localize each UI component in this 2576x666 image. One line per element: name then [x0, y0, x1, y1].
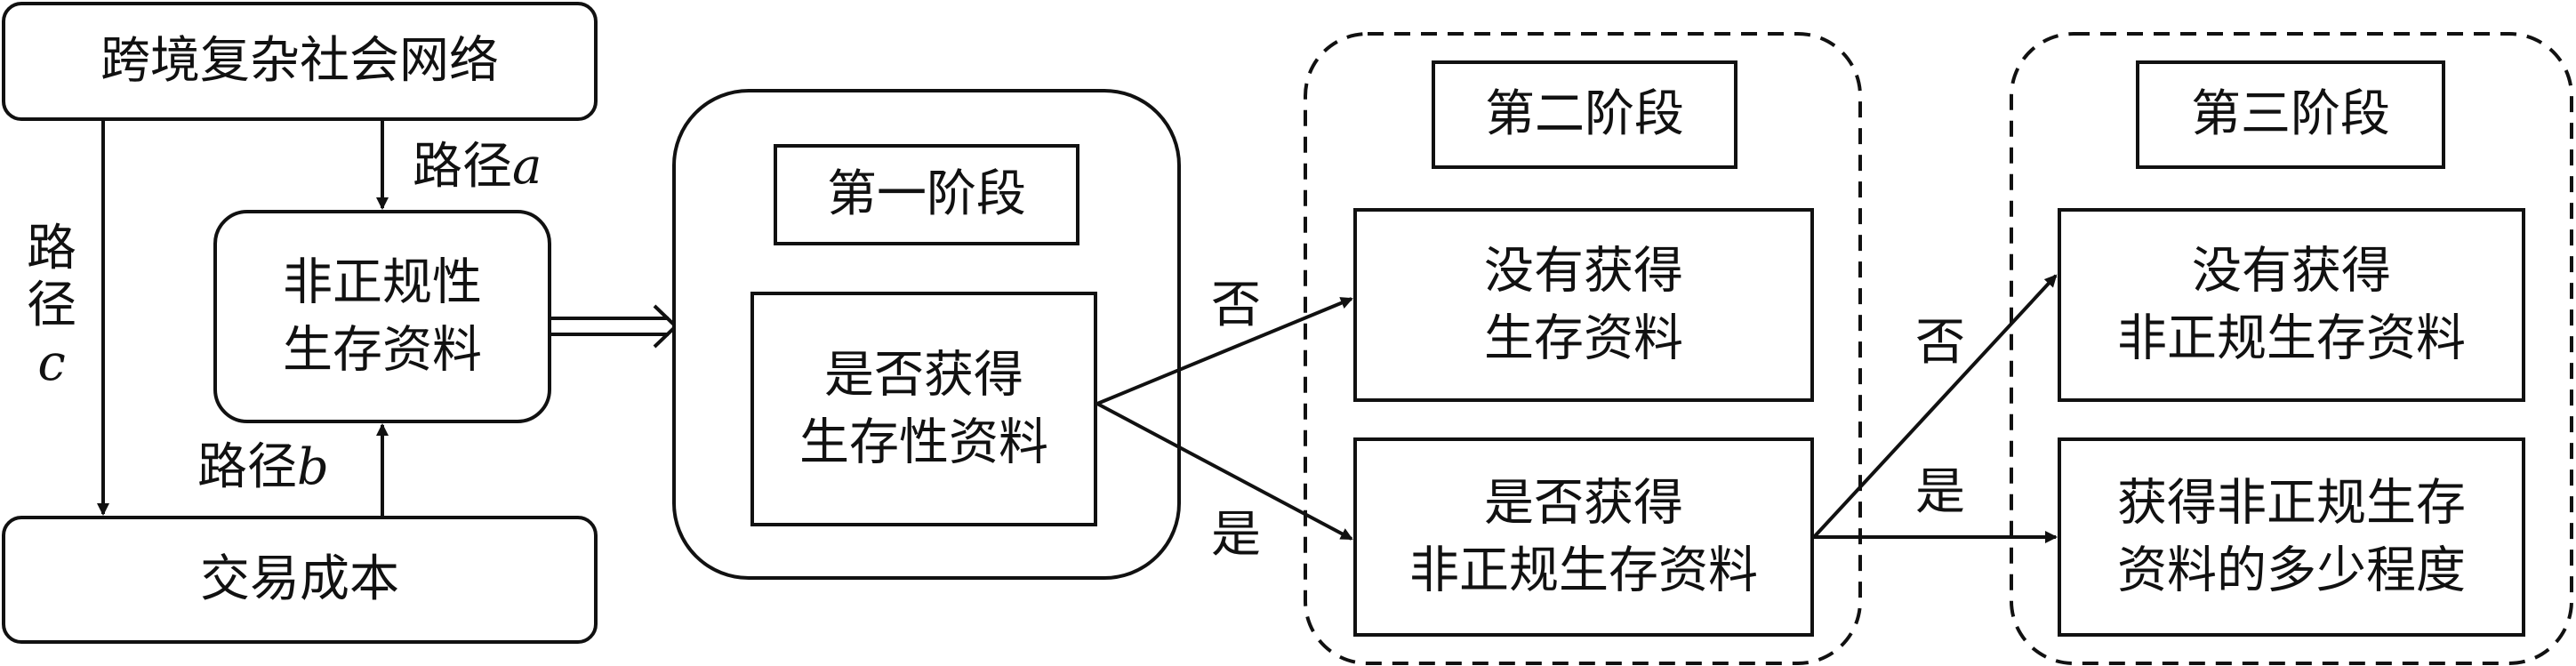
stage3-title-box: [2136, 60, 2445, 169]
stage3-no-text: 没有获得 非正规生存资料: [2117, 237, 2466, 372]
stage3-no-line-2: 非正规生存资料: [2117, 309, 2466, 367]
stage2-no-line-2: 生存资料: [1484, 309, 1683, 367]
stage2-question-line-1: 是否获得: [1484, 474, 1683, 533]
transaction-box: [2, 516, 598, 644]
path-c-var: c: [37, 333, 66, 392]
stage2-question-box: [1353, 437, 1814, 637]
stage1-no-arrow: [1096, 297, 1353, 405]
stage3-degree-line-1: 获得非正规生存: [2117, 474, 2466, 533]
stage3-degree-box: [2058, 437, 2525, 637]
path-c-char-1: 路: [27, 220, 76, 277]
stage2-no-label: 否: [1915, 314, 1965, 372]
stage1-no-label: 否: [1211, 277, 1261, 334]
stage1-question-line-1: 是否获得: [824, 346, 1023, 405]
stage1-question: 是否获得 生存性资料: [799, 341, 1048, 476]
stage1-title-box: [774, 144, 1079, 245]
stage2-yes-label: 是: [1915, 463, 1965, 521]
transaction-label: 交易成本: [200, 550, 399, 608]
informal-label: 非正规性 生存资料: [283, 249, 482, 383]
stage2-question-text: 是否获得 非正规生存资料: [1409, 469, 1758, 604]
stage2-title-box: [1432, 60, 1737, 169]
informal-line-1: 非正规性: [283, 253, 482, 312]
stage2-title: 第二阶段: [1485, 85, 1684, 143]
stage3-no-line-1: 没有获得: [2192, 242, 2391, 301]
stage2-no-box: [1353, 208, 1814, 402]
stage3-degree-line-2: 资料的多少程度: [2117, 542, 2466, 599]
stage3-group: [2010, 32, 2573, 665]
stage2-question-line-2: 非正规生存资料: [1409, 542, 1758, 599]
path-b-label: 路径b: [197, 443, 329, 493]
stage2-no-line-1: 没有获得: [1484, 242, 1683, 301]
network-box: [2, 2, 598, 121]
path-c-label: 路 径 c: [27, 220, 76, 392]
stage1-yes-label: 是: [1211, 506, 1261, 564]
path-a-text: 路径: [413, 138, 512, 196]
path-a-var: a: [512, 138, 542, 196]
stage1-title: 第一阶段: [827, 165, 1026, 223]
stage2-no-arrow: [1812, 274, 2058, 539]
stage3-title: 第三阶段: [2191, 85, 2390, 143]
informal-box: [213, 210, 551, 423]
stage2-no-text: 没有获得 生存资料: [1484, 237, 1683, 372]
stage1-question-line-2: 生存性资料: [799, 413, 1048, 471]
informal-line-2: 生存资料: [283, 321, 482, 379]
double-arrow: [551, 304, 678, 349]
network-label: 跨境复杂社会网络: [100, 32, 499, 90]
stage2-group: [1304, 32, 1862, 665]
path-b-text: 路径: [197, 438, 297, 496]
stage1-question-box: [750, 292, 1097, 526]
path-b-var: b: [297, 438, 329, 496]
path-a-label: 路径a: [413, 142, 542, 192]
stage3-degree-text: 获得非正规生存 资料的多少程度: [2117, 469, 2466, 604]
stage1-yes-arrow: [1096, 402, 1353, 541]
stage3-no-box: [2058, 208, 2525, 402]
path-c-char-2: 径: [27, 277, 76, 335]
